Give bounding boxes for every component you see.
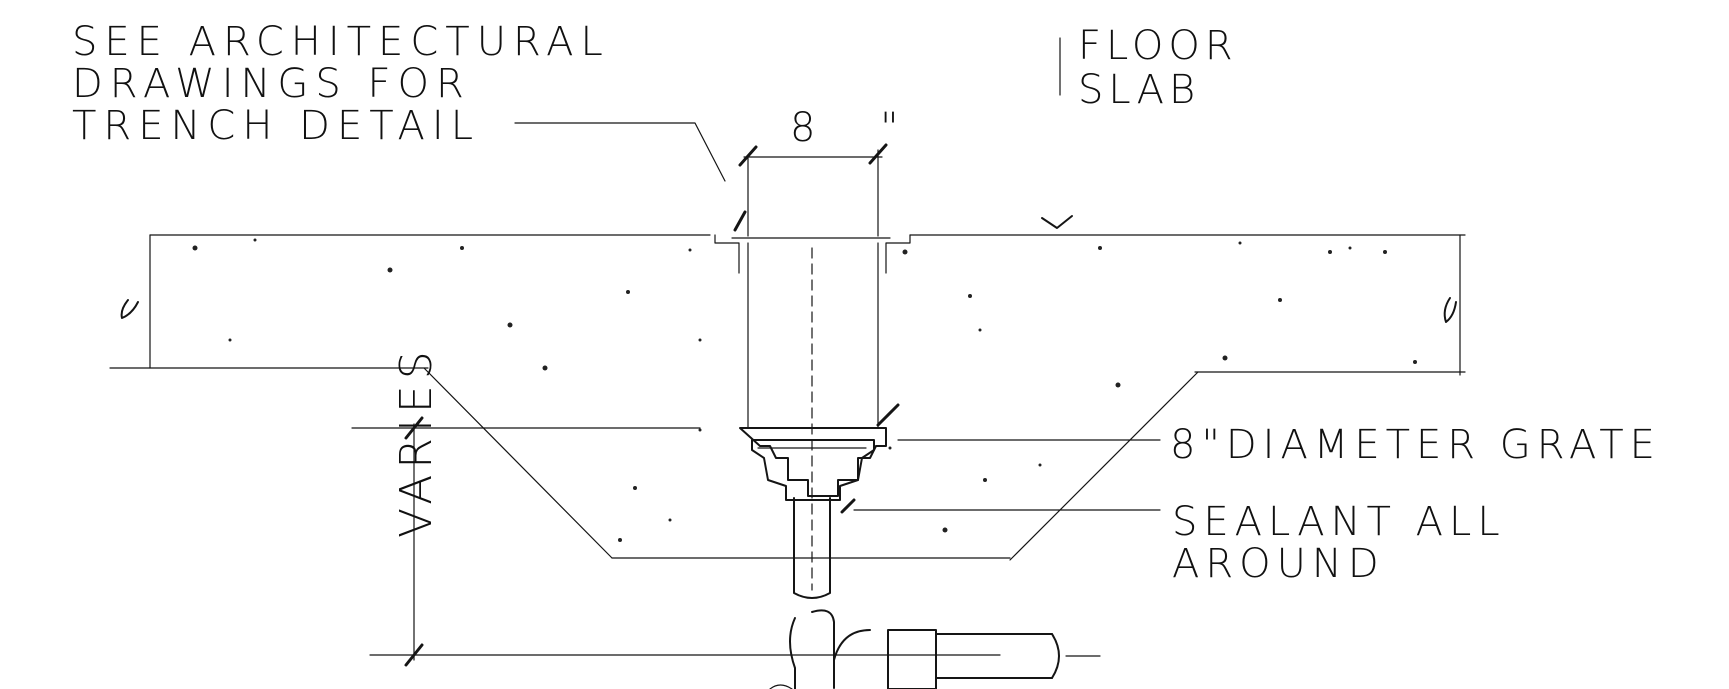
drain-rim-right <box>885 234 911 274</box>
branch-pipe-end <box>1051 633 1060 679</box>
concrete-aggregate-stipple <box>192 238 1417 542</box>
width-tick-left <box>738 145 758 167</box>
leader-lines <box>514 122 1161 511</box>
grate-arrow <box>876 403 900 427</box>
sealant-label-line-2: AROUND <box>1172 541 1385 587</box>
depth-tick-bottom <box>404 643 424 667</box>
floor-slab-label-line-2: SLAB <box>1078 67 1201 113</box>
break-mark-left <box>120 299 139 319</box>
width-dimension-text: 8 " <box>790 105 925 151</box>
trap-outer-left <box>789 617 796 689</box>
pipe-coupling <box>887 629 937 689</box>
trench-slope-left <box>423 367 613 559</box>
slope-mark <box>1041 215 1073 229</box>
trench-slope-right <box>1009 371 1199 561</box>
architectural-note-line-1: SEE ARCHITECTURAL <box>72 19 610 65</box>
depth-tick-top <box>404 416 424 440</box>
dimension-depth <box>351 416 1001 667</box>
depth-dimension-text: VARIES <box>391 345 442 538</box>
grate-label: 8"DIAMETER GRATE <box>1170 422 1661 468</box>
floor-drain-body <box>714 234 911 599</box>
architectural-note-line-2: DRAWINGS FOR <box>72 61 471 107</box>
floor-slab-label: FLOOR SLAB <box>1078 26 1238 114</box>
p-trap-assembly <box>769 609 1101 689</box>
sealant-arrow <box>840 498 856 514</box>
rim-tick <box>733 210 747 232</box>
width-tick-right <box>868 143 888 165</box>
floor-slab-section <box>109 37 1466 561</box>
sealant-label-line-1: SEALANT ALL <box>1172 499 1506 545</box>
drain-grate-inner <box>751 439 875 501</box>
arch-note-leader <box>514 122 726 182</box>
architectural-note-line-3: TRENCH DETAIL <box>72 103 480 149</box>
dimension-width <box>733 143 888 237</box>
drain-tailpiece <box>793 497 831 599</box>
floor-slab-label-line-1: FLOOR <box>1078 23 1238 69</box>
break-mark-right <box>1443 297 1457 323</box>
drain-rim-left <box>714 234 740 274</box>
architectural-note: SEE ARCHITECTURAL DRAWINGS FOR TRENCH DE… <box>72 22 610 148</box>
sealant-label: SEALANT ALL AROUND <box>1172 502 1506 586</box>
drain-grate-seat <box>739 427 887 497</box>
trap-cleanout <box>769 684 793 689</box>
trap-inner-left <box>811 609 835 689</box>
